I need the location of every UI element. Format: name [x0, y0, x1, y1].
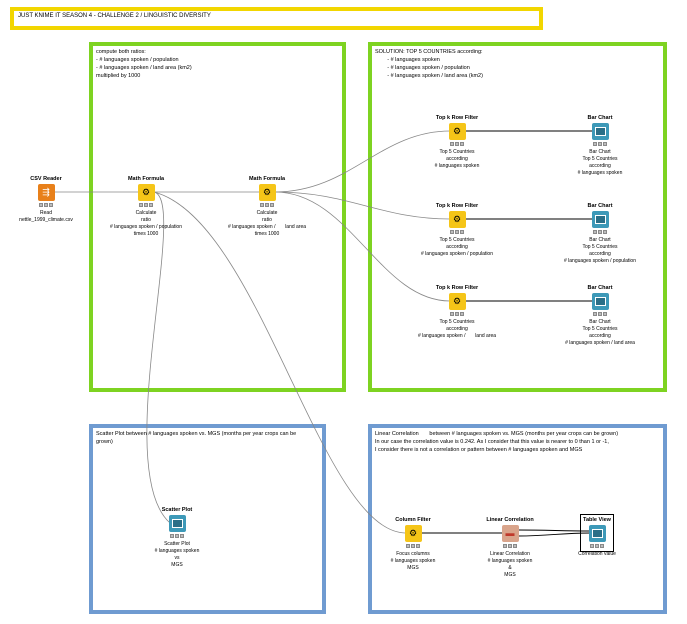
node-status — [38, 203, 54, 207]
math-formula-icon: ⚙ — [258, 184, 276, 201]
node-topk-3-desc: Top 5 Countries according # languages sp… — [417, 319, 497, 339]
wire-math2-topk1 — [274, 130, 451, 193]
node-scatter-plot-name: Scatter Plot — [161, 507, 193, 513]
node-status — [259, 203, 275, 207]
node-table-view[interactable]: Table View Correlation value — [557, 516, 637, 558]
node-bar-chart-2-name: Bar Chart — [587, 203, 613, 209]
node-bar-chart-3[interactable]: Bar Chart Bar Chart Top 5 Countries acco… — [560, 284, 640, 347]
node-bar-chart-2[interactable]: Bar Chart Bar Chart Top 5 Countries acco… — [560, 202, 640, 265]
wire-math1-scatter — [146, 191, 171, 524]
node-linear-correlation[interactable]: Linear Correlation ▬ Linear Correlation … — [470, 516, 550, 579]
node-topk-2-name: Top k Row Filter — [435, 203, 479, 209]
row-filter-icon: ⚙ — [448, 211, 466, 228]
correlation-annotation-text: Linear Correlation between # languages s… — [375, 431, 619, 453]
row-filter-icon: ⚙ — [448, 123, 466, 140]
node-status — [592, 230, 608, 234]
scatter-annotation-text: Scatter Plot between # languages spoken … — [96, 431, 297, 445]
workflow-title-annotation[interactable]: JUST KNIME IT SEASON 4 - CHALLENGE 2 / L… — [10, 7, 543, 30]
correlation-icon: ▬ — [501, 525, 519, 542]
wire-math1-colfilter — [153, 191, 406, 534]
node-status — [405, 544, 421, 548]
bar-chart-icon — [591, 211, 609, 228]
node-bar-chart-3-name: Bar Chart — [587, 285, 613, 291]
node-status — [449, 312, 465, 316]
node-bar-chart-3-desc: Bar Chart Top 5 Countries according # la… — [565, 319, 635, 346]
node-math-formula-2[interactable]: Math Formula ⚙ Calculate ratio # languag… — [227, 175, 307, 238]
node-status — [449, 142, 465, 146]
table-view-icon — [588, 525, 606, 542]
math-formula-icon: ⚙ — [137, 184, 155, 201]
node-bar-chart-2-desc: Bar Chart Top 5 Countries according # la… — [563, 237, 636, 264]
node-topk-2[interactable]: Top k Row Filter ⚙ Top 5 Countries accor… — [417, 202, 497, 258]
row-filter-icon: ⚙ — [448, 293, 466, 310]
node-status — [589, 544, 605, 548]
node-linear-correlation-desc: Linear Correlation # languages spoken & … — [487, 551, 533, 578]
node-status — [592, 312, 608, 316]
node-table-view-name: Table View — [583, 517, 611, 523]
node-column-filter-desc: Focus columns # languages spoken MGS — [390, 551, 436, 571]
correlation-annotation[interactable]: Linear Correlation between # languages s… — [368, 424, 667, 614]
scatter-plot-icon — [168, 515, 186, 532]
wire-lincorr-tableview-2 — [517, 532, 591, 537]
node-column-filter[interactable]: Column Filter ⚙ Focus columns # language… — [373, 516, 453, 572]
node-math-formula-2-name: Math Formula — [248, 176, 286, 182]
solution-annotation-text: SOLUTION: TOP 5 COUNTRIES according: - #… — [375, 49, 483, 79]
node-bar-chart-1-name: Bar Chart — [587, 115, 613, 121]
node-math-formula-2-desc: Calculate ratio # languages spoken / lan… — [227, 210, 307, 237]
node-status — [449, 230, 465, 234]
compute-annotation[interactable]: compute both ratios: - # languages spoke… — [89, 42, 346, 392]
node-math-formula-1[interactable]: Math Formula ⚙ Calculate ratio # languag… — [106, 175, 186, 238]
node-topk-2-desc: Top 5 Countries according # languages sp… — [420, 237, 493, 257]
table-reader-icon: ⇶ — [37, 184, 55, 201]
node-linear-correlation-name: Linear Correlation — [486, 517, 534, 523]
node-scatter-plot-desc: Scatter Plot # languages spoken vs MGS — [154, 541, 200, 568]
node-math-formula-1-desc: Calculate ratio # languages spoken / pop… — [109, 210, 182, 237]
wire-math2-topk3 — [274, 191, 451, 302]
node-topk-3[interactable]: Top k Row Filter ⚙ Top 5 Countries accor… — [417, 284, 497, 340]
node-table-view-desc: Correlation value — [578, 551, 616, 557]
compute-annotation-text: compute both ratios: - # languages spoke… — [96, 49, 192, 79]
node-status — [592, 142, 608, 146]
node-column-filter-name: Column Filter — [395, 517, 431, 523]
node-csv-reader[interactable]: CSV Reader ⇶ Read nettle_1999_climate.cs… — [6, 175, 86, 224]
column-filter-icon: ⚙ — [404, 525, 422, 542]
node-topk-1-name: Top k Row Filter — [435, 115, 479, 121]
node-status — [169, 534, 185, 538]
node-topk-3-name: Top k Row Filter — [435, 285, 479, 291]
node-bar-chart-1[interactable]: Bar Chart Bar Chart Top 5 Countries acco… — [560, 114, 640, 177]
node-topk-1-desc: Top 5 Countries according # languages sp… — [434, 149, 480, 169]
wire-lincorr-tableview-1 — [517, 529, 591, 532]
node-topk-1[interactable]: Top k Row Filter ⚙ Top 5 Countries accor… — [417, 114, 497, 170]
scatter-annotation[interactable]: Scatter Plot between # languages spoken … — [89, 424, 326, 614]
node-scatter-plot[interactable]: Scatter Plot Scatter Plot # languages sp… — [137, 506, 217, 569]
node-csv-reader-desc: Read nettle_1999_climate.csv — [19, 210, 73, 223]
node-csv-reader-name: CSV Reader — [30, 176, 62, 182]
node-math-formula-1-name: Math Formula — [127, 176, 165, 182]
node-status — [502, 544, 518, 548]
node-status — [138, 203, 154, 207]
wire-math2-topk2 — [274, 191, 451, 220]
bar-chart-icon — [591, 123, 609, 140]
bar-chart-icon — [591, 293, 609, 310]
table-view-selection-frame — [580, 514, 614, 552]
node-bar-chart-1-desc: Bar Chart Top 5 Countries according # la… — [577, 149, 623, 176]
solution-annotation[interactable]: SOLUTION: TOP 5 COUNTRIES according: - #… — [368, 42, 667, 392]
workflow-title: JUST KNIME IT SEASON 4 - CHALLENGE 2 / L… — [18, 13, 211, 19]
